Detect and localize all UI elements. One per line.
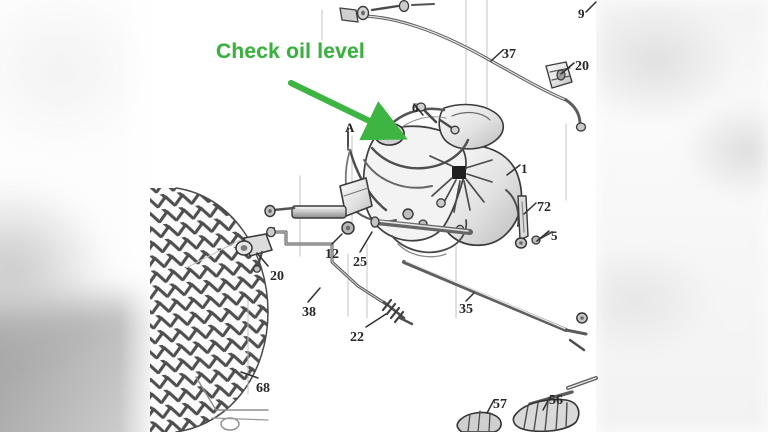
upper-linkage-rod [339,0,587,132]
part-number-6-3: 6 [412,100,419,115]
part-number-A-4: A [345,120,355,135]
part-number-72-6: 72 [537,200,551,215]
part-number-57-15: 57 [493,397,507,412]
part-number-56-16: 56 [549,393,563,408]
spring-item22 [381,298,414,326]
part-number-22-12: 22 [350,330,364,345]
part-number-12-8: 12 [325,247,339,262]
part-number-20-10: 20 [270,269,284,284]
callout-arrow [287,79,408,141]
part-number-1-5: 1 [521,161,528,176]
bolt-item12 [341,221,355,235]
pedal-pads-and-rod [211,376,598,432]
part-number-38-11: 38 [302,305,316,320]
part-number-20-2: 20 [575,59,589,74]
part-number-37-1: 37 [502,47,516,62]
check-oil-level-callout: Check oil level [216,40,365,63]
part-number-9-0: 9 [578,6,585,21]
background-right-blur [596,0,768,432]
transaxle-assembly [344,102,553,258]
axle-shaft-housing [264,177,373,219]
part-number-5-7: 5 [551,228,558,243]
part-number-68-14: 68 [256,381,270,396]
part-number-25-9: 25 [353,255,367,270]
control-rod-item35 [402,260,588,352]
part-number-35-13: 35 [459,302,473,317]
shaft-item25 [370,216,473,235]
